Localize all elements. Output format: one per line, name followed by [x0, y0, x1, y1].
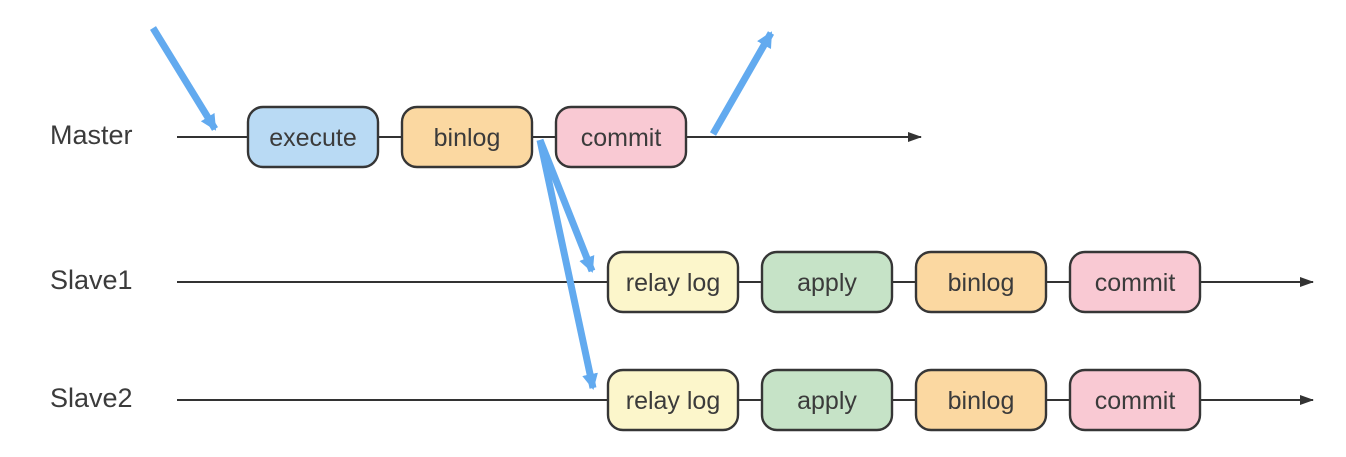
- node-slave1-commit: [1068, 250, 1202, 314]
- node-slave2-apply-label: apply: [797, 387, 857, 415]
- node-slave2-commit: [1068, 368, 1202, 432]
- node-slave1-apply-label: apply: [797, 269, 857, 297]
- node-slave2-relay-log-label: relay log: [626, 387, 721, 415]
- node-slave1-binlog-label: binlog: [948, 269, 1015, 297]
- node-slave1-relay-log: [606, 250, 740, 314]
- node-slave1-apply: [760, 250, 894, 314]
- binlog-to-slave1-arrow: [536, 138, 596, 273]
- slave2-label: Slave2: [50, 383, 133, 413]
- node-slave2-binlog: [914, 368, 1048, 432]
- node-master-execute-label: execute: [269, 124, 357, 152]
- node-master-commit: [554, 105, 688, 169]
- node-slave1-relay-log-label: relay log: [626, 269, 721, 297]
- node-slave2-apply: [760, 368, 894, 432]
- node-master-execute: [246, 105, 380, 169]
- slave1-label: Slave1: [50, 265, 133, 295]
- outgoing-ack-arrow: [709, 31, 775, 136]
- binlog-to-slave2-arrow: [536, 139, 598, 390]
- node-master-binlog: [400, 105, 534, 169]
- node-slave2-relay-log: [606, 368, 740, 432]
- master-label: Master: [50, 120, 133, 150]
- node-master-binlog-label: binlog: [434, 124, 501, 152]
- node-slave1-commit-label: commit: [1095, 269, 1176, 297]
- node-slave2-binlog-label: binlog: [948, 387, 1015, 415]
- node-slave1-binlog: [914, 250, 1048, 314]
- node-master-commit-label: commit: [581, 124, 662, 152]
- incoming-request-arrow: [150, 26, 218, 131]
- node-slave2-commit-label: commit: [1095, 387, 1176, 415]
